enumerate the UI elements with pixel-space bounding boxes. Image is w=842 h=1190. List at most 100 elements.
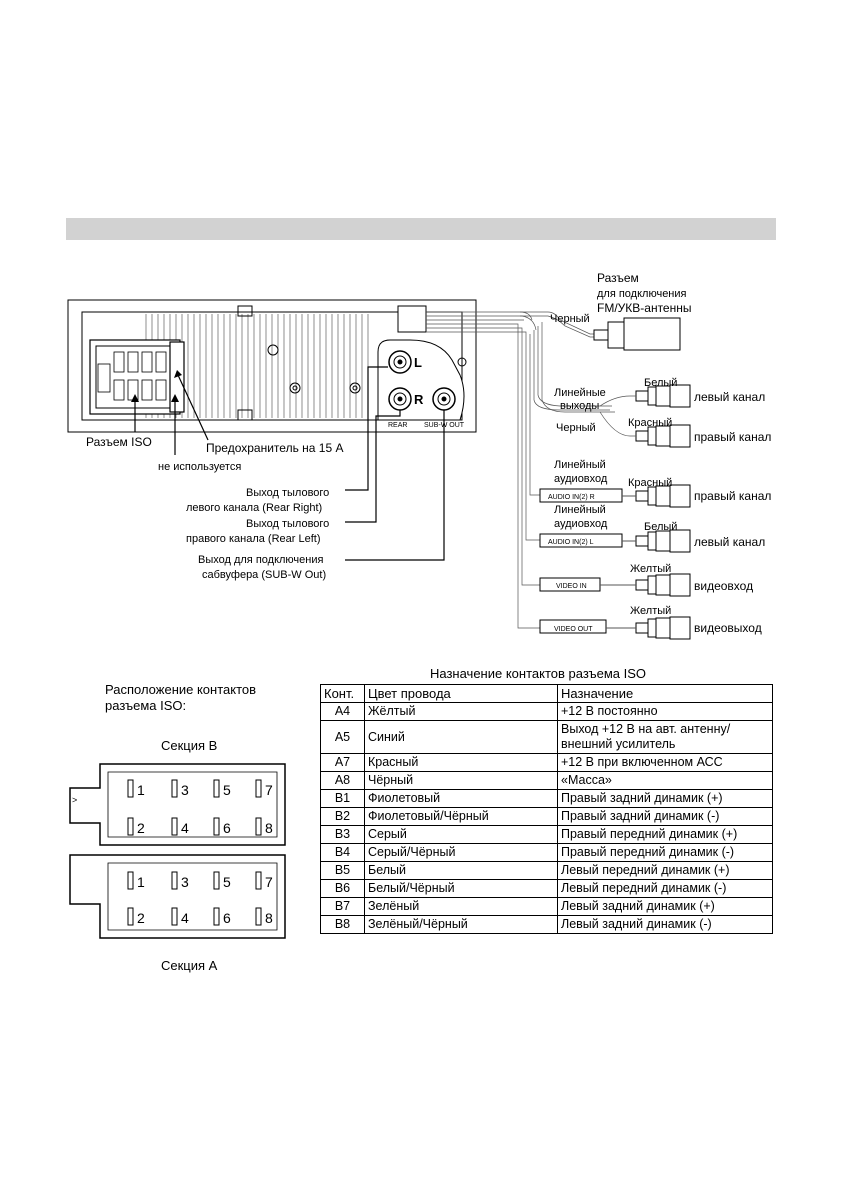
line-out-white: Белый bbox=[644, 377, 677, 389]
color-cell: Белый bbox=[364, 861, 558, 880]
color-cell: Серый bbox=[364, 825, 558, 844]
rca-plug-part bbox=[655, 485, 671, 507]
antenna-plug bbox=[593, 317, 681, 351]
iso-pin-number: 8 bbox=[265, 820, 273, 836]
rca-plug-part bbox=[635, 390, 649, 402]
iso-pin-slot bbox=[255, 817, 262, 836]
iso-pin-slot bbox=[127, 817, 134, 836]
jack-r-label: R bbox=[414, 392, 424, 407]
iso-socket-block bbox=[141, 379, 153, 401]
line-in-a-2: аудиовход bbox=[554, 473, 608, 485]
purpose-cell: Правый передний динамик (-) bbox=[557, 843, 773, 862]
purpose-cell: +12 В постоянно bbox=[557, 702, 773, 721]
label-iso-connector: Разъем ISO bbox=[86, 435, 152, 449]
iso-pin-number: 2 bbox=[137, 820, 145, 836]
color-cell: Фиолетовый/Чёрный bbox=[364, 807, 558, 826]
line-out-label-2: выходы bbox=[560, 400, 599, 412]
header-purpose: Назначение bbox=[557, 684, 773, 703]
line-out-left-channel: левый канал bbox=[694, 390, 765, 404]
label-rear-right-2: левого канала (Rear Right) bbox=[186, 502, 322, 514]
purpose-cell: Выход +12 В на авт. антенну/внешний усил… bbox=[557, 720, 773, 754]
iso-pin-number: 7 bbox=[265, 874, 273, 890]
purpose-cell: Правый задний динамик (+) bbox=[557, 789, 773, 808]
line-in-a-red: Красный bbox=[628, 477, 672, 489]
iso-socket-block bbox=[155, 379, 167, 401]
label-rear-right-1: Выход тылового bbox=[246, 487, 329, 499]
rca-plug-part bbox=[655, 385, 671, 407]
color-cell: Синий bbox=[364, 720, 558, 754]
color-cell: Зелёный/Чёрный bbox=[364, 915, 558, 934]
rca-plug-part bbox=[655, 617, 671, 639]
wire-bundle bbox=[426, 311, 615, 629]
iso-pin-slot bbox=[255, 907, 262, 926]
rca-plug-part bbox=[655, 425, 671, 447]
iso-socket-block bbox=[155, 351, 167, 373]
label-rear-left-2: правого канала (Rear Left) bbox=[186, 533, 321, 545]
table-header-row: Конт. Цвет провода Назначение bbox=[320, 684, 773, 703]
iso-pin-number: 3 bbox=[181, 782, 189, 798]
iso-pin-slot bbox=[127, 907, 134, 926]
antenna-wire-color: Черный bbox=[550, 313, 590, 325]
contact-cell: A5 bbox=[320, 720, 365, 754]
rca-plug-part bbox=[647, 486, 657, 506]
video-out-plate: VIDEO OUT bbox=[554, 626, 593, 633]
purpose-cell: Левый передний динамик (+) bbox=[557, 861, 773, 880]
iso-pin-slot bbox=[255, 871, 262, 890]
table-title: Назначение контактов разъема ISO bbox=[430, 666, 647, 681]
contact-cell: B3 bbox=[320, 825, 365, 844]
rca-plug-part bbox=[635, 490, 649, 502]
jack-l-label: L bbox=[414, 355, 422, 370]
iso-socket-block bbox=[141, 351, 153, 373]
rca-plug-part bbox=[647, 386, 657, 406]
iso-pin-number: 6 bbox=[223, 910, 231, 926]
iso-pin-slot bbox=[127, 779, 134, 798]
purpose-cell: Правый передний динамик (+) bbox=[557, 825, 773, 844]
iso-pin-slot bbox=[171, 779, 178, 798]
video-in-yellow: Желтый bbox=[630, 563, 671, 575]
iso-pin-slot bbox=[127, 871, 134, 890]
iso-pin-slot bbox=[171, 871, 178, 890]
label-sub-2: сабвуфера (SUB-W Out) bbox=[202, 569, 326, 581]
rca-plug-part bbox=[635, 622, 649, 634]
rca-plug-part bbox=[635, 535, 649, 547]
rca-plug-part bbox=[647, 618, 657, 638]
section-a-label: Секция А bbox=[161, 958, 218, 973]
rca-plug-part bbox=[635, 430, 649, 442]
purpose-line: внешний усилитель bbox=[561, 737, 676, 751]
video-out-yellow: Желтый bbox=[630, 605, 671, 617]
iso-pin-number: 6 bbox=[223, 820, 231, 836]
rca-plug-part bbox=[647, 531, 657, 551]
video-in-plate: VIDEO IN bbox=[556, 583, 587, 590]
iso-socket-block bbox=[127, 351, 139, 373]
purpose-cell: Левый задний динамик (-) bbox=[557, 915, 773, 934]
antenna-title-1: Разъем bbox=[597, 271, 639, 285]
key-mark: > bbox=[72, 795, 77, 805]
line-out-black: Черный bbox=[556, 422, 596, 434]
line-in-a-right-channel: правый канал bbox=[694, 489, 771, 503]
audio-in-r-plate: AUDIO IN(2) R bbox=[548, 494, 595, 501]
head-unit-rear-panel bbox=[67, 299, 477, 433]
iso-pin-number: 5 bbox=[223, 874, 231, 890]
contact-cell: B5 bbox=[320, 861, 365, 880]
iso-pin-number: 2 bbox=[137, 910, 145, 926]
iso-pin-slot bbox=[171, 817, 178, 836]
purpose-cell: Правый задний динамик (-) bbox=[557, 807, 773, 826]
pin-layout-title: Расположение контактов разъема ISO: bbox=[105, 682, 256, 714]
iso-pin-slot bbox=[213, 871, 220, 890]
rca-plug-part bbox=[669, 384, 691, 408]
rca-plug-part bbox=[647, 426, 657, 446]
pin-layout-title-1: Расположение контактов bbox=[105, 682, 257, 697]
iso-pin-slot bbox=[213, 907, 220, 926]
section-header-band bbox=[66, 218, 776, 240]
label-sub-1: Выход для подключения bbox=[198, 554, 324, 566]
iso-socket-block bbox=[113, 379, 125, 401]
purpose-cell: Левый задний динамик (+) bbox=[557, 897, 773, 916]
iso-pin-slot bbox=[213, 779, 220, 798]
rca-plug-part bbox=[669, 616, 691, 640]
